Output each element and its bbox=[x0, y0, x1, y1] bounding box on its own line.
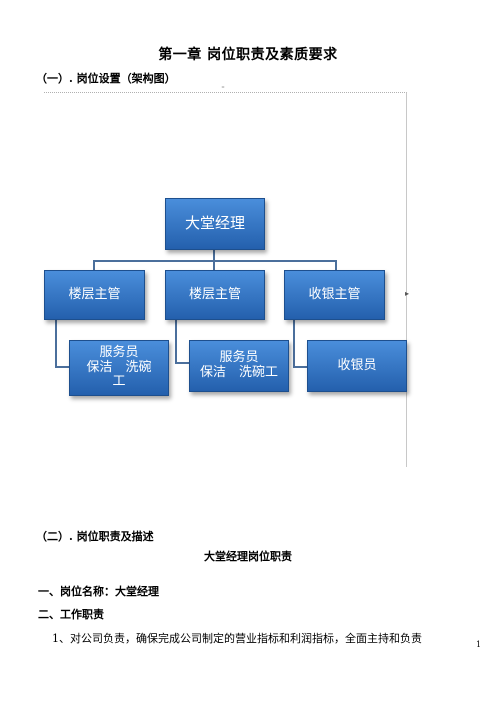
node-label: 服务员 bbox=[219, 350, 259, 366]
node-floor-supervisor-2: 楼层主管 bbox=[165, 270, 265, 320]
node-cashier-supervisor: 收银主管 bbox=[284, 270, 385, 320]
node-label: 收银员 bbox=[337, 357, 377, 373]
frame-handle-right: ▸ bbox=[405, 289, 410, 298]
node-staff-group-2: 服务员 保洁 洗碗工 bbox=[189, 340, 289, 392]
node-floor-supervisor-1: 楼层主管 bbox=[44, 270, 145, 320]
section-heading-structure: （一）. 岗位设置（架构图） bbox=[36, 72, 176, 85]
connector-line bbox=[55, 366, 69, 368]
duty-title: 大堂经理岗位职责 bbox=[204, 550, 292, 563]
node-label: 楼层主管 bbox=[68, 286, 121, 302]
org-chart-frame bbox=[44, 92, 407, 467]
node-label: 服务员 bbox=[99, 344, 139, 360]
connector-line bbox=[213, 260, 215, 270]
node-staff-group-1: 服务员 保洁 洗碗 工 bbox=[69, 340, 169, 396]
connector-line bbox=[93, 260, 95, 270]
connector-line bbox=[93, 260, 337, 262]
connector-line bbox=[55, 318, 57, 368]
node-cashier: 收银员 bbox=[307, 340, 407, 392]
chapter-title: 第一章 岗位职责及素质要求 bbox=[158, 47, 338, 63]
connector-line bbox=[335, 260, 337, 270]
node-label: 保洁 洗碗 bbox=[86, 359, 152, 375]
connector-line bbox=[213, 248, 215, 261]
node-label: 收银主管 bbox=[308, 286, 361, 302]
node-label: 保洁 洗碗工 bbox=[199, 365, 278, 380]
paragraph-duty-1: 1、对公司负责，确保完成公司制定的营业指标和利润指标，全面主持和负责 bbox=[52, 632, 422, 645]
node-label: 楼层主管 bbox=[188, 286, 241, 302]
item-position-name: 一、岗位名称：大堂经理 bbox=[38, 585, 159, 598]
connector-line bbox=[293, 318, 295, 368]
frame-handle-top: ¨ bbox=[221, 86, 225, 95]
node-label: 工 bbox=[112, 374, 126, 390]
node-label: 大堂经理 bbox=[184, 214, 245, 233]
page-number: 1 bbox=[476, 640, 482, 649]
connector-line bbox=[175, 362, 189, 364]
connector-line bbox=[175, 318, 177, 364]
connector-line bbox=[293, 366, 307, 368]
node-lobby-manager: 大堂经理 bbox=[165, 198, 265, 250]
section-heading-duties: （二）. 岗位职责及描述 bbox=[36, 530, 154, 543]
item-work-duties: 二、工作职责 bbox=[38, 608, 104, 621]
